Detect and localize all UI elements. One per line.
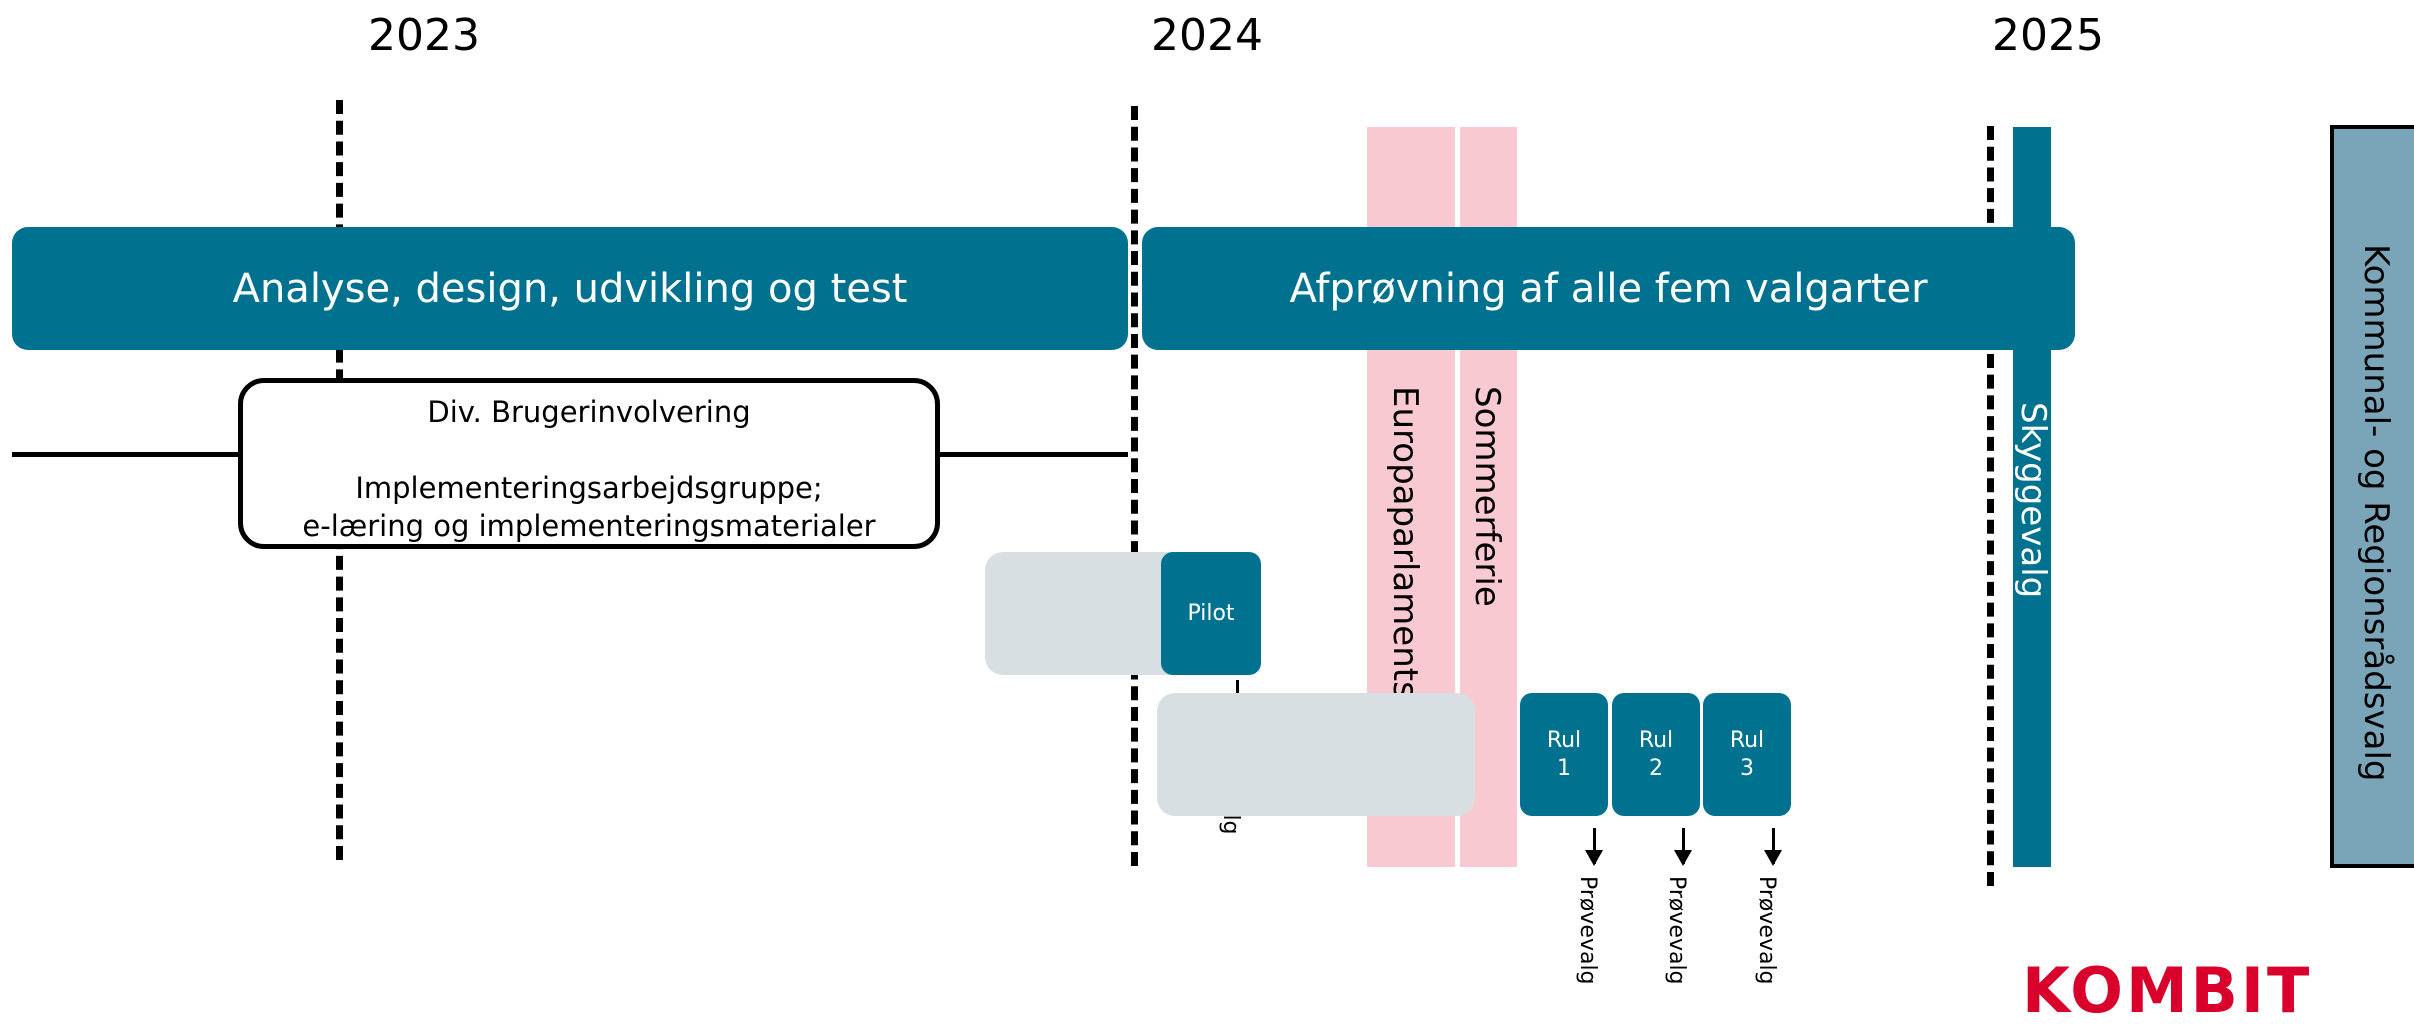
shadow-election-label: Skyggevalg	[2013, 402, 2053, 599]
rollout-3-number: 3	[1739, 755, 1754, 781]
analysis-phase-label: Analyse, design, udvikling og test	[232, 265, 908, 312]
involvement-box: Div. Brugerinvolvering Implementeringsar…	[238, 378, 940, 549]
summer-holiday-label: Sommerferie	[1467, 386, 1507, 607]
rollout-1-number: 1	[1556, 755, 1571, 781]
rollout-3-word: Rul	[1729, 727, 1765, 753]
involvement-title: Div. Brugerinvolvering	[427, 395, 751, 429]
rollout-1-test-election-label: Prøvevalg	[1575, 876, 1600, 985]
final-election-box: Kommunal- og Regionsrådsvalg	[2330, 125, 2414, 868]
final-election-label: Kommunal- og Regionsrådsvalg	[2356, 244, 2396, 782]
pilot-tile: Pilot	[1161, 552, 1261, 675]
trial-phase-bar: Afprøvning af alle fem valgarter	[1142, 227, 2075, 350]
rollout-2-number: 2	[1648, 755, 1663, 781]
year-2024-label: 2024	[1151, 10, 1263, 61]
year-2025-label: 2025	[1992, 10, 2104, 61]
rollout-2-word: Rul	[1638, 727, 1674, 753]
rollout-2-test-election-label: Prøvevalg	[1664, 876, 1689, 985]
rollout-2-arrow	[1674, 828, 1692, 866]
analysis-phase-bar: Analyse, design, udvikling og test	[12, 227, 1128, 350]
year-2023-label: 2023	[368, 10, 480, 61]
rollout-1-word: Rul	[1546, 727, 1582, 753]
rollout-lane	[1157, 693, 1475, 816]
involvement-group: Implementeringsarbejdsgruppe;	[355, 471, 823, 505]
trial-phase-label: Afprøvning af alle fem valgarter	[1289, 265, 1928, 312]
year-divider-2024	[1131, 106, 1138, 866]
rollout-1-arrow	[1585, 828, 1603, 866]
year-divider-2025	[1987, 126, 1994, 886]
kombit-logo: KOMBIT	[2022, 954, 2313, 1027]
rollout-3-arrow	[1764, 828, 1782, 866]
involvement-materials: e-læring og implementeringsmaterialer	[302, 509, 876, 543]
rollout-3-test-election-label: Prøvevalg	[1754, 876, 1779, 985]
pilot-label: Pilot	[1187, 600, 1235, 626]
